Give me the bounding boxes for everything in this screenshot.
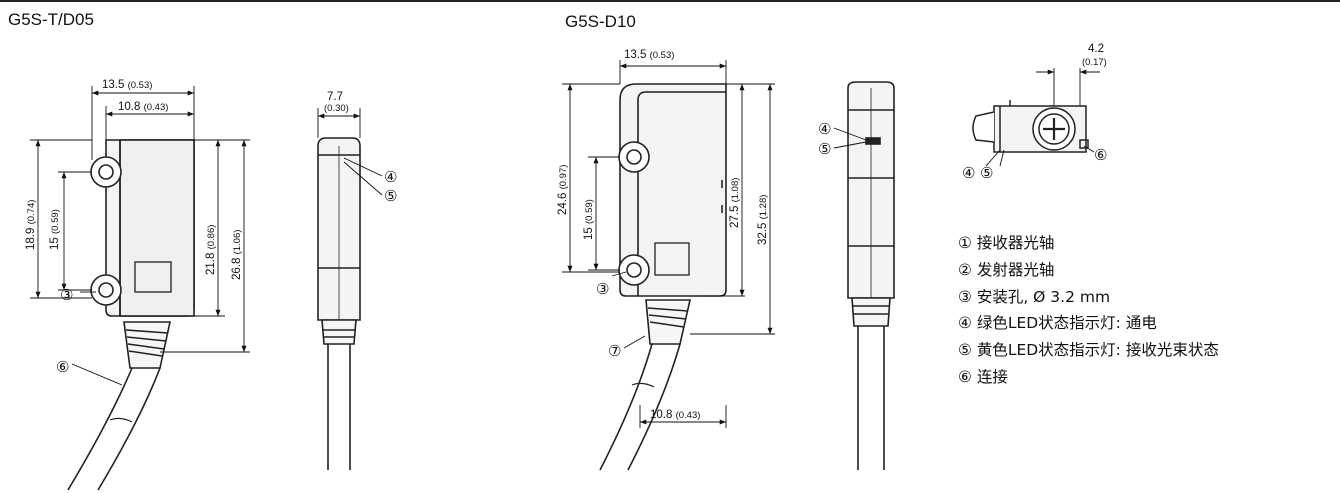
callout-5-left-side: ⑤ <box>384 187 397 205</box>
dim-left-15: 15 (0.59) <box>49 209 61 250</box>
dim-left-width-inner: 10.8 (0.43) <box>118 101 168 113</box>
legend-item-2: ② 发射器光轴 <box>958 260 1055 279</box>
right-side-leader-lines <box>833 127 867 149</box>
legend-item-4: ④ 绿色LED状态指示灯: 通电 <box>958 314 1157 333</box>
legend-item-6: ⑥ 连接 <box>958 367 1008 386</box>
dim-left-21-8: 21.8 (0.86) <box>205 225 217 275</box>
callout-3-right: ③ <box>596 280 609 298</box>
right-front-dimension-lines <box>562 60 775 428</box>
right-top-view <box>972 100 1089 153</box>
left-side-dimension-lines <box>317 108 383 196</box>
callout-5-top: ⑤ <box>980 164 993 182</box>
legend-item-1: ① 接收器光轴 <box>958 234 1055 252</box>
right-top-dimension-lines <box>985 68 1100 167</box>
left-side-view <box>317 137 361 470</box>
dim-left-side-depth: 7.7 <box>327 91 343 103</box>
callout-4-top: ④ <box>962 164 975 182</box>
right-side-view <box>847 81 895 470</box>
dim-left-width-outer: 13.5 (0.53) <box>102 79 152 91</box>
dim-left-26-8: 26.8 (1.06) <box>231 230 243 280</box>
left-front-view <box>67 139 195 491</box>
callout-5-right-side: ⑤ <box>818 140 831 158</box>
top-rule <box>0 0 1340 2</box>
callout-6-left: ⑥ <box>56 358 69 376</box>
legend-item-3: ③ 安装孔, Ø 3.2 mm <box>958 287 1111 306</box>
dim-top-offset-in: (0.17) <box>1082 57 1107 68</box>
legend: ① 接收器光轴 ② 发射器光轴 ③ 安装孔, Ø 3.2 mm ④ 绿色LED状… <box>958 230 1219 391</box>
callout-7-right: ⑦ <box>608 342 621 360</box>
dim-right-width-outer: 13.5 (0.53) <box>624 49 674 61</box>
left-front-dimension-lines <box>30 86 250 386</box>
dim-right-27-5: 27.5 (1.08) <box>729 178 741 228</box>
dim-left-18-9: 18.9 (0.74) <box>25 200 37 250</box>
heading-g5s-t-d05: G5S-T/D05 <box>8 10 94 29</box>
callout-3-left: ③ <box>60 286 73 304</box>
dim-right-32-5: 32.5 (1.28) <box>757 195 769 245</box>
dim-top-offset: 4.2 <box>1088 43 1104 55</box>
dim-right-bottom-width: 10.8 (0.43) <box>650 409 700 421</box>
dim-left-side-depth-in: (0.30) <box>324 103 349 114</box>
heading-g5s-d10: G5S-D10 <box>565 12 636 31</box>
callout-4-left-side: ④ <box>384 168 397 186</box>
dim-right-24-6: 24.6 (0.97) <box>557 165 569 215</box>
dim-right-15: 15 (0.59) <box>583 199 595 240</box>
legend-item-5: ⑤ 黄色LED状态指示灯: 接收光束状态 <box>958 341 1219 360</box>
right-front-view <box>599 83 727 471</box>
callout-6-top: ⑥ <box>1094 146 1107 164</box>
callout-4-right-side: ④ <box>818 120 831 138</box>
